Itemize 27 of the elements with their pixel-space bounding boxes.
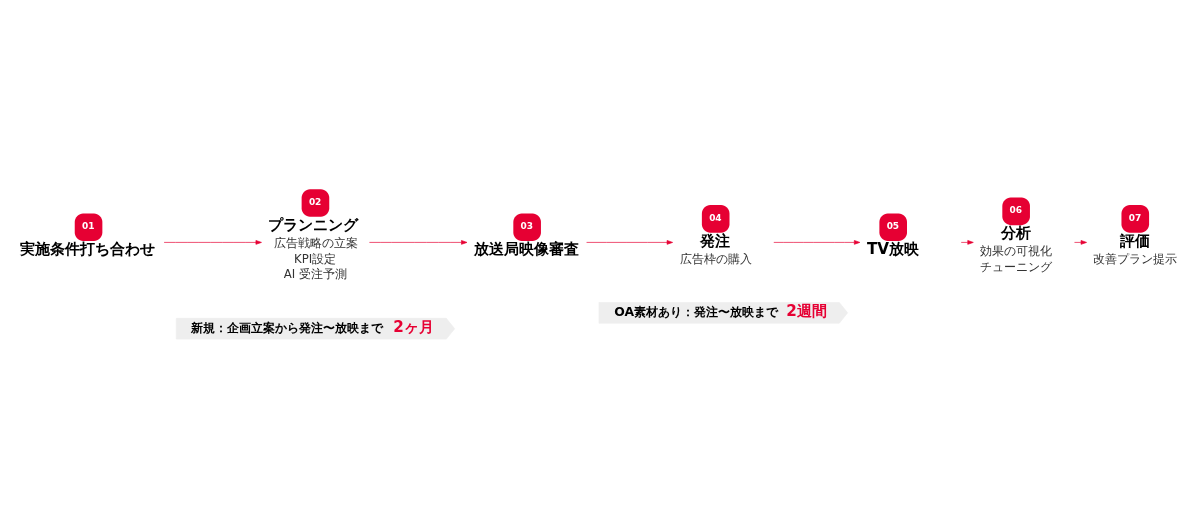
node-box: 01 xyxy=(74,212,103,241)
arrow xyxy=(960,239,974,245)
node-label: TV放映 xyxy=(866,239,920,258)
node-box: 05 xyxy=(879,212,907,241)
node-label: AI 受注予測 xyxy=(283,266,347,281)
node-label: 広告枠の購入 xyxy=(679,251,752,265)
node-label: チューニング xyxy=(980,259,1053,274)
node-label: 改善プラン提示 xyxy=(1093,251,1178,265)
node-box: 02 xyxy=(301,188,330,217)
arrow xyxy=(773,239,861,245)
node-box: 03 xyxy=(513,212,541,241)
node-label: KPI設定 xyxy=(294,251,337,265)
node-label: 評価 xyxy=(1120,231,1151,250)
node-box: 04 xyxy=(701,204,730,233)
node-box: 06 xyxy=(1002,197,1030,225)
arrow xyxy=(586,239,673,245)
node-label: プランニング xyxy=(268,215,359,234)
arrow xyxy=(163,239,262,245)
arrow xyxy=(1074,239,1087,245)
node-label: 効果の可視化 xyxy=(980,243,1053,258)
node-label: 放送局映像審査 xyxy=(474,239,580,258)
node-label: 広告戦略の立案 xyxy=(273,235,358,250)
node-box: 07 xyxy=(1121,204,1150,233)
node-label: 分析 xyxy=(1000,223,1031,242)
node-label: 実施条件打ち合わせ xyxy=(19,239,155,258)
arrow xyxy=(369,239,468,245)
node-label: 発注 xyxy=(700,231,731,250)
